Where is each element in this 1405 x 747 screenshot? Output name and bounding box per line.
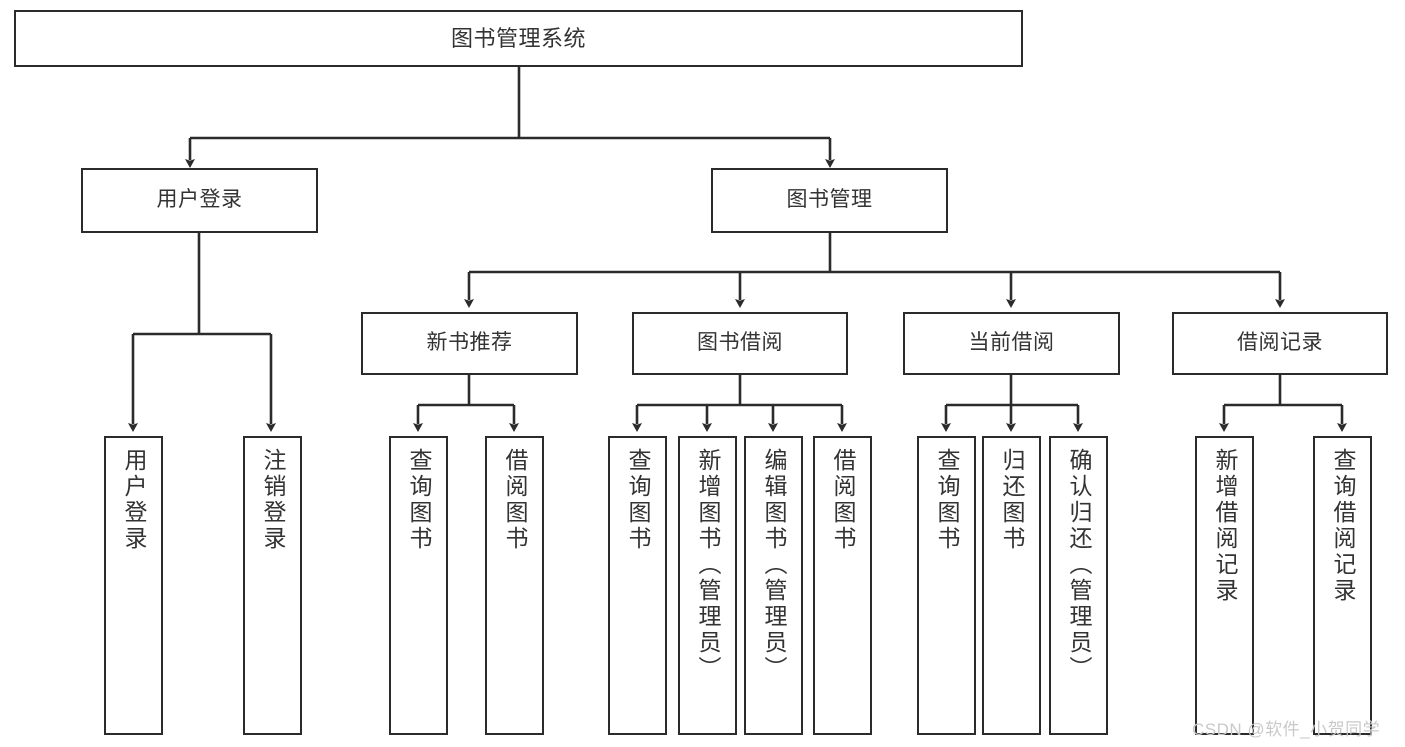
node-label: 图书管理系统 bbox=[450, 25, 586, 51]
node-label: 注销登录 bbox=[260, 448, 286, 552]
node-label: 新增图书（管理员） bbox=[695, 448, 721, 682]
node-new-book-recommend[interactable]: 新书推荐 bbox=[361, 312, 578, 375]
node-label: 查询图书 bbox=[406, 448, 432, 552]
node-label: 借阅图书 bbox=[502, 448, 528, 552]
node-label: 用户登录 bbox=[121, 448, 147, 552]
node-label: 查询借阅记录 bbox=[1330, 448, 1356, 604]
node-label: 查询图书 bbox=[934, 448, 960, 552]
node-label: 编辑图书（管理员） bbox=[761, 448, 787, 682]
node-label: 当前借阅 bbox=[968, 331, 1055, 355]
node-user-login[interactable]: 用户登录 bbox=[81, 168, 318, 233]
leaf-logout-login[interactable]: 注销登录 bbox=[243, 436, 302, 735]
leaf-query-borrow-record[interactable]: 查询借阅记录 bbox=[1313, 436, 1372, 735]
node-borrow-record[interactable]: 借阅记录 bbox=[1172, 312, 1388, 375]
leaf-query-book-1[interactable]: 查询图书 bbox=[389, 436, 448, 735]
node-root-system[interactable]: 图书管理系统 bbox=[14, 10, 1023, 67]
node-label: 借阅记录 bbox=[1237, 331, 1323, 355]
node-label: 用户登录 bbox=[156, 188, 243, 212]
node-label: 确认归还（管理员） bbox=[1066, 448, 1092, 682]
node-label: 图书管理 bbox=[786, 188, 873, 212]
node-book-borrow[interactable]: 图书借阅 bbox=[632, 312, 848, 375]
node-label: 借阅图书 bbox=[830, 448, 856, 552]
node-label: 新书推荐 bbox=[426, 331, 513, 355]
node-book-management[interactable]: 图书管理 bbox=[711, 168, 948, 233]
node-label: 新增借阅记录 bbox=[1212, 448, 1238, 604]
node-label: 归还图书 bbox=[999, 448, 1025, 552]
leaf-add-book[interactable]: 新增图书（管理员） bbox=[678, 436, 737, 735]
node-label: 查询图书 bbox=[625, 448, 651, 552]
leaf-add-borrow-record[interactable]: 新增借阅记录 bbox=[1195, 436, 1254, 735]
leaf-borrow-book-2[interactable]: 借阅图书 bbox=[813, 436, 872, 735]
leaf-query-book-3[interactable]: 查询图书 bbox=[917, 436, 976, 735]
node-label: 图书借阅 bbox=[697, 331, 783, 355]
leaf-borrow-book-1[interactable]: 借阅图书 bbox=[485, 436, 544, 735]
leaf-return-book[interactable]: 归还图书 bbox=[982, 436, 1041, 735]
leaf-confirm-return[interactable]: 确认归还（管理员） bbox=[1049, 436, 1108, 735]
leaf-edit-book[interactable]: 编辑图书（管理员） bbox=[744, 436, 803, 735]
leaf-query-book-2[interactable]: 查询图书 bbox=[608, 436, 667, 735]
node-current-borrow[interactable]: 当前借阅 bbox=[903, 312, 1120, 375]
csdn-watermark: CSDN @软件_小贺同学 bbox=[1192, 720, 1381, 739]
leaf-user-login[interactable]: 用户登录 bbox=[104, 436, 163, 735]
